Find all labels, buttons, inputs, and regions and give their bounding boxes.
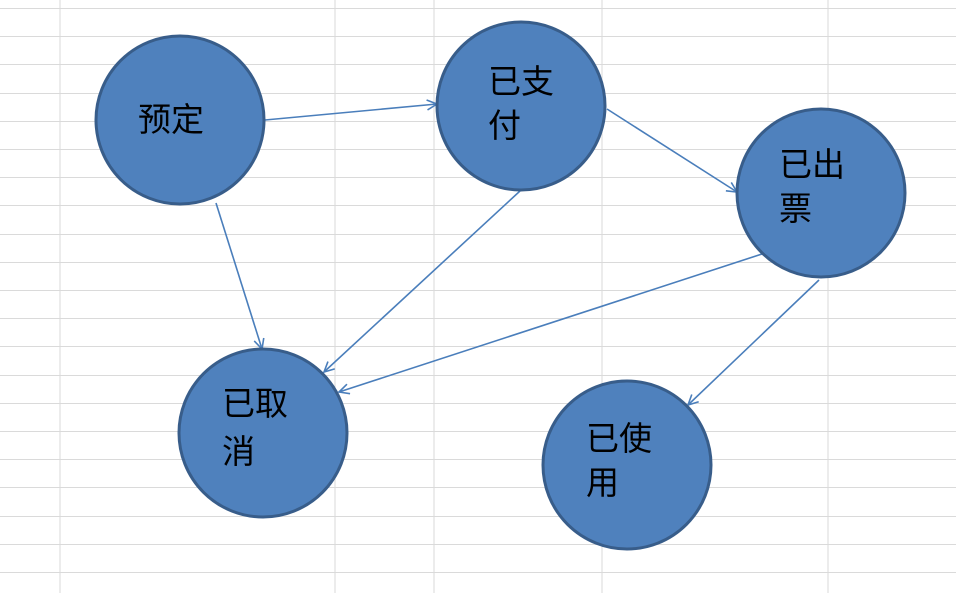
node-label-line: 已使 xyxy=(586,419,652,458)
arrow-ticketed-to-cancelled xyxy=(339,253,763,392)
node-cancelled: 已取消 xyxy=(177,347,349,519)
node-circle xyxy=(435,20,607,192)
node-label-line: 付 xyxy=(488,106,521,145)
node-circle xyxy=(735,107,907,279)
node-used: 已使用 xyxy=(541,379,713,551)
node-circle xyxy=(177,347,349,519)
node-paid: 已支付 xyxy=(435,20,607,192)
nodes: 预定已支付已出票已取消已使用 xyxy=(94,20,907,551)
node-label-line: 票 xyxy=(779,189,812,228)
node-circle xyxy=(541,379,713,551)
arrow-booked-to-paid xyxy=(264,104,437,121)
arrow-paid-to-cancelled xyxy=(324,190,521,372)
node-circle xyxy=(94,34,266,206)
node-label-line: 已出 xyxy=(779,145,845,184)
node-booked: 预定 xyxy=(94,34,266,206)
node-label-line: 预定 xyxy=(138,100,204,139)
node-label-line: 已取 xyxy=(222,384,288,423)
node-label-line: 用 xyxy=(586,463,619,502)
edges xyxy=(215,104,820,405)
arrow-ticketed-to-used xyxy=(688,279,820,405)
arrow-booked-to-cancelled xyxy=(215,202,262,349)
node-label-line: 消 xyxy=(222,432,255,471)
node-ticketed: 已出票 xyxy=(735,107,907,279)
arrow-paid-to-ticketed xyxy=(606,108,737,192)
node-label-line: 已支 xyxy=(488,62,554,101)
